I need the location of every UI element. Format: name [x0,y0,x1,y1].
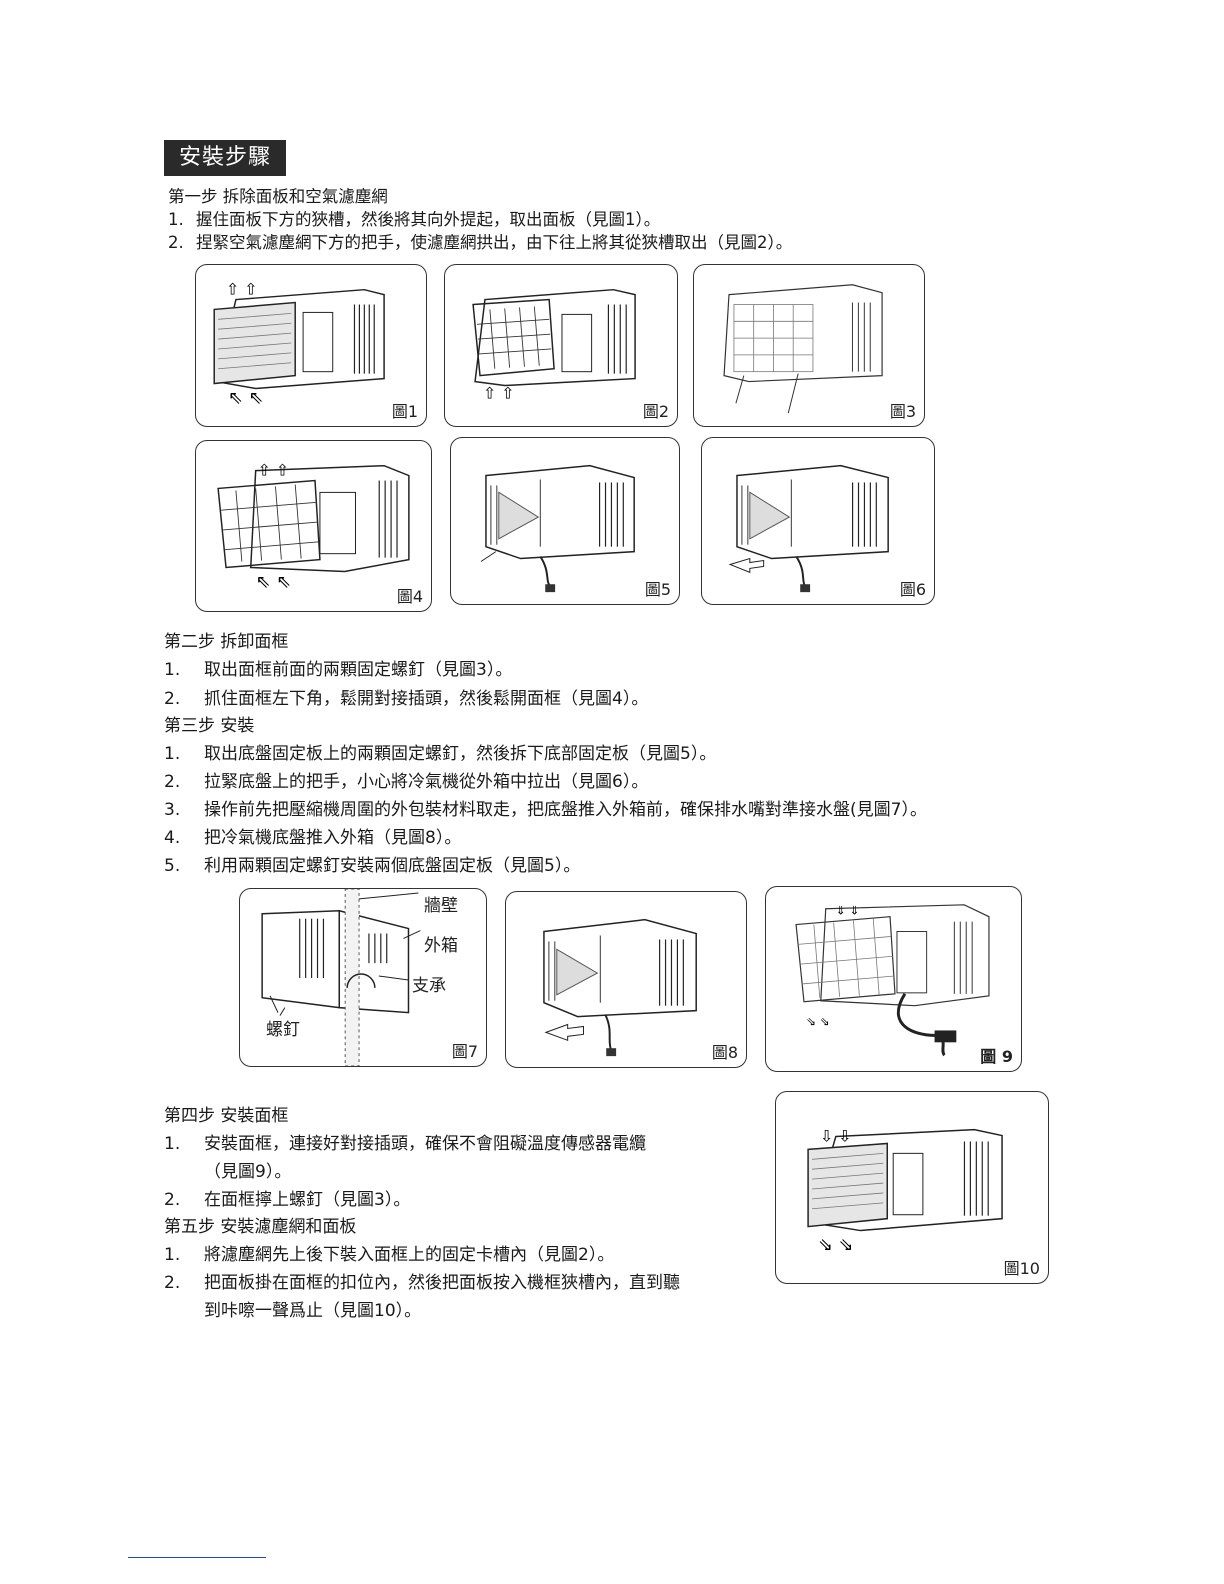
svg-text:⇧ ⇧: ⇧ ⇧ [258,461,290,480]
callout-support: 支承 [412,976,446,996]
item-number: 2. [168,233,184,252]
figure-3: 圖3 [693,264,925,427]
figure-label: 圖6 [899,580,926,599]
item-number: 2. [164,772,181,792]
ac-unit-illustration [728,464,889,593]
item-number: 5. [164,856,181,876]
step5-item-1: 1. 將濾塵網先上後下裝入面框上的固定卡槽內（見圖2）。 [164,1240,614,1265]
step3-item-3: 3. 操作前先把壓縮機周圍的外包裝材料取走，把底盤推入外箱前，確保排水嘴對準接水盤… [164,795,927,820]
figure-label: 圖2 [642,402,669,421]
svg-text:⇧ ⇧: ⇧ ⇧ [226,280,258,299]
figure-1: ⇧ ⇧ ⇖ ⇖ 圖1 [195,264,427,427]
item-number: 3. [164,800,181,820]
ac-box-illustration [261,889,421,1066]
step4-item-2: 2. 在面框擰上螺釘（見圖3）。 [164,1185,410,1210]
ac-unit-illustration: ⇧ ⇧ ⇖ ⇖ [217,461,410,592]
item-number: 2. [164,1273,181,1293]
item-text: 取出底盤固定板上的兩顆固定螺釘，然後拆下底部固定板（見圖5）。 [204,744,717,764]
figure-10: ⇩ ⇩ ⇘ ⇘ 圖10 [775,1091,1049,1284]
item-text: 將濾塵網先上後下裝入面框上的固定卡槽內（見圖2）。 [204,1245,615,1265]
item-text: 利用兩顆固定螺釘安裝兩個底盤固定板（見圖5）。 [204,856,581,876]
ac-unit-illustration [480,464,635,593]
item-text: 把冷氣機底盤推入外箱（見圖8）。 [204,828,462,848]
step3-item-1: 1. 取出底盤固定板上的兩顆固定螺釘，然後拆下底部固定板（見圖5）。 [164,739,716,764]
figure-label: 圖1 [391,402,418,421]
item-text: 捏緊空氣濾塵網下方的把手，使濾塵網拱出，由下往上將其從狹槽取出（見圖2）。 [196,233,793,252]
item-text: 抓住面框左下角，鬆開對接插頭，然後鬆開面框（見圖4）。 [204,689,649,709]
step2-item-2: 2. 抓住面框左下角，鬆開對接插頭，然後鬆開面框（見圖4）。 [164,684,648,709]
ac-unit-illustration [543,918,697,1057]
step4-heading: 第四步 安裝面框 [164,1106,289,1126]
step3-item-4: 4. 把冷氣機底盤推入外箱（見圖8）。 [164,823,461,848]
item-text: 拉緊底盤上的把手，小心將冷氣機從外箱中拉出（見圖6）。 [204,772,649,792]
step1-item-1: 1. 握住面板下方的狹槽，然後將其向外提起，取出面板（見圖1）。 [168,206,660,230]
ac-unit-illustration: ⇘ ⇘ ⇓ ⇓ [795,904,990,1057]
svg-text:⇘ ⇘: ⇘ ⇘ [818,1234,853,1255]
figure-label: 圖3 [889,402,916,421]
svg-text:⇖ ⇖: ⇖ ⇖ [228,388,263,408]
svg-text:⇩ ⇩: ⇩ ⇩ [820,1126,852,1145]
figure-label: 圖5 [644,580,671,599]
step3-item-2: 2. 拉緊底盤上的把手，小心將冷氣機從外箱中拉出（見圖6）。 [164,767,648,792]
callout-outer-box: 外箱 [424,936,458,956]
item-number: 2. [164,689,181,709]
item-text: 握住面板下方的狹槽，然後將其向外提起，取出面板（見圖1）。 [196,210,661,229]
ac-unit-illustration: ⇩ ⇩ ⇘ ⇘ [807,1126,1003,1255]
item-number: 1. [164,744,181,764]
figure-9: ⇘ ⇘ ⇓ ⇓ 圖 9 [765,886,1022,1072]
figure-8: 圖8 [505,891,747,1068]
step2-item-1: 1. 取出面框前面的兩顆固定螺釘（見圖3）。 [164,655,512,680]
svg-text:⇧ ⇧: ⇧ ⇧ [483,383,514,402]
figure-7: 牆壁 外箱 支承 螺釘 圖7 [239,888,487,1067]
ac-unit-illustration: ⇧ ⇧ [472,288,636,402]
svg-text:⇓ ⇓: ⇓ ⇓ [836,904,860,918]
ac-unit-illustration [723,284,883,414]
figure-label: 圖4 [396,587,423,606]
figure-5: 圖5 [450,437,680,605]
step5-item-2-cont: 到咔嚓一聲爲止（見圖10）。 [204,1301,422,1321]
figure-label: 圖10 [1003,1259,1040,1278]
footer-rule [128,1557,266,1558]
figure-2: ⇧ ⇧ 圖2 [444,264,678,427]
figure-label: 圖8 [711,1043,738,1062]
step4-item-1-cont: （見圖9）。 [204,1162,292,1182]
figure-4: ⇧ ⇧ ⇖ ⇖ 圖4 [195,440,432,612]
svg-text:⇘ ⇘: ⇘ ⇘ [806,1014,830,1028]
step5-item-2: 2. 把面板掛在面框的扣位內，然後把面板按入機框狹槽內，直到聽 [164,1268,680,1293]
item-text: 安裝面框，連接好對接插頭，確保不會阻礙溫度傳感器電纜 [204,1134,646,1154]
step1-item-2: 2. 捏緊空氣濾塵網下方的把手，使濾塵網拱出，由下往上將其從狹槽取出（見圖2）。 [168,229,792,253]
step5-heading: 第五步 安裝濾塵網和面板 [164,1217,357,1237]
item-text: 在面框擰上螺釘（見圖3）。 [204,1190,411,1210]
item-number: 1. [164,660,181,680]
figure-label: 圖7 [451,1042,478,1061]
step1-heading: 第一步 拆除面板和空氣濾塵網 [168,187,388,206]
item-text: 取出面框前面的兩顆固定螺釘（見圖3）。 [204,660,513,680]
item-number: 1. [164,1134,181,1154]
svg-text:⇖ ⇖: ⇖ ⇖ [256,571,291,592]
item-number: 4. [164,828,181,848]
item-number: 1. [164,1245,181,1265]
item-number: 1. [168,210,184,229]
callout-wall: 牆壁 [424,896,458,916]
step4-item-1: 1. 安裝面框，連接好對接插頭，確保不會阻礙溫度傳感器電纜 [164,1129,646,1154]
step3-item-5: 5. 利用兩顆固定螺釘安裝兩個底盤固定板（見圖5）。 [164,851,580,876]
item-number: 2. [164,1190,181,1210]
step3-heading: 第三步 安裝 [164,716,255,736]
figure-6: 圖6 [701,437,935,605]
section-title: 安裝步驟 [164,140,286,176]
item-text: 操作前先把壓縮機周圍的外包裝材料取走，把底盤推入外箱前，確保排水嘴對準接水盤(見… [204,800,927,820]
ac-unit-illustration: ⇧ ⇧ ⇖ ⇖ [213,280,385,408]
callout-screw: 螺釘 [266,1020,300,1040]
item-text: 把面板掛在面框的扣位內，然後把面板按入機框狹槽內，直到聽 [204,1273,680,1293]
step2-heading: 第二步 拆卸面框 [164,632,289,652]
figure-label: 圖 9 [980,1047,1013,1066]
